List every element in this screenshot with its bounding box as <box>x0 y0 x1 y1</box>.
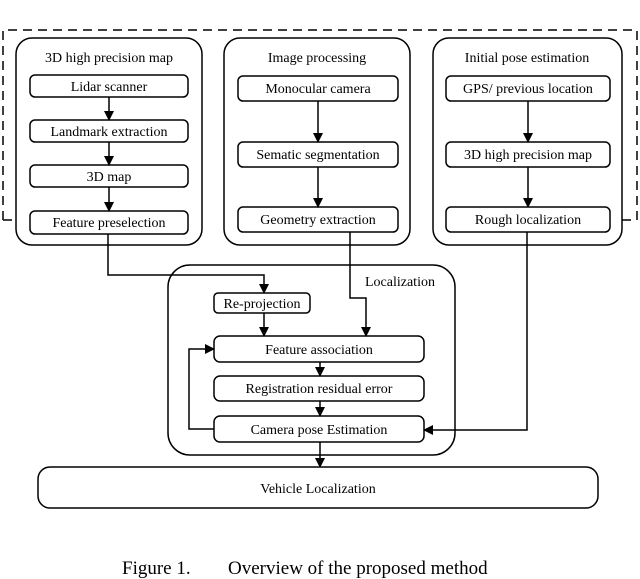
step-re-projection: Re-projection <box>213 292 311 314</box>
step-semantic-segmentation: Sematic segmentation <box>237 141 399 168</box>
panel-title: Image processing <box>268 51 366 66</box>
step-geometry-extraction: Geometry extraction <box>237 206 399 233</box>
panel-initial-pose: Initial pose estimation GPS/ previous lo… <box>432 37 623 246</box>
step-camera-pose-estimation: Camera pose Estimation <box>213 415 425 443</box>
svg-text:Re-projection: Re-projection <box>224 297 301 312</box>
svg-text:Rough localization: Rough localization <box>475 213 581 228</box>
step-monocular-camera: Monocular camera <box>237 75 399 102</box>
panel-3d-map: 3D high precision map Lidar scanner Land… <box>15 37 203 246</box>
panel-localization: Localization Re-projection Feature assoc… <box>167 264 456 456</box>
caption-label: Figure 1. <box>122 558 191 579</box>
svg-text:Feature association: Feature association <box>265 343 373 358</box>
svg-text:Geometry extraction: Geometry extraction <box>260 213 375 228</box>
svg-text:Sematic segmentation: Sematic segmentation <box>256 148 379 163</box>
step-gps: GPS/ previous location <box>445 75 611 102</box>
connector-rough-to-camera-pose <box>423 232 528 435</box>
panel-title: Localization <box>365 275 435 290</box>
svg-text:Registration residual error: Registration residual error <box>246 382 393 397</box>
svg-text:Landmark extraction: Landmark extraction <box>50 125 167 140</box>
svg-text:Camera pose Estimation: Camera pose Estimation <box>251 423 388 438</box>
step-feature-preselection: Feature preselection <box>29 210 189 235</box>
step-lidar-scanner: Lidar scanner <box>29 74 189 98</box>
panel-title: 3D high precision map <box>45 51 173 66</box>
step-3d-high-precision-map: 3D high precision map <box>445 141 611 168</box>
svg-text:3D high precision map: 3D high precision map <box>464 148 592 163</box>
connector-geometry-to-association <box>349 232 371 337</box>
svg-text:Vehicle Localization: Vehicle Localization <box>260 482 375 497</box>
step-registration-residual-error: Registration residual error <box>213 375 425 402</box>
step-rough-localization: Rough localization <box>445 206 611 233</box>
feedback-loop-arrow <box>188 344 215 430</box>
svg-text:3D map: 3D map <box>87 170 132 185</box>
svg-text:Lidar scanner: Lidar scanner <box>71 80 148 95</box>
connector-preselection-to-reprojection <box>107 234 269 294</box>
panel-title: Initial pose estimation <box>465 51 589 66</box>
vehicle-localization-box: Vehicle Localization <box>37 466 599 509</box>
step-feature-association: Feature association <box>213 335 425 363</box>
svg-text:Feature preselection: Feature preselection <box>52 216 165 231</box>
svg-text:GPS/ previous location: GPS/ previous location <box>463 82 593 97</box>
caption-text: Overview of the proposed method <box>228 558 488 579</box>
step-landmark-extraction: Landmark extraction <box>29 119 189 143</box>
dashed-group-border <box>2 29 638 220</box>
step-3d-map: 3D map <box>29 164 189 188</box>
panel-image-processing: Image processing Monocular camera Semati… <box>223 37 411 246</box>
svg-text:Monocular camera: Monocular camera <box>265 82 371 97</box>
